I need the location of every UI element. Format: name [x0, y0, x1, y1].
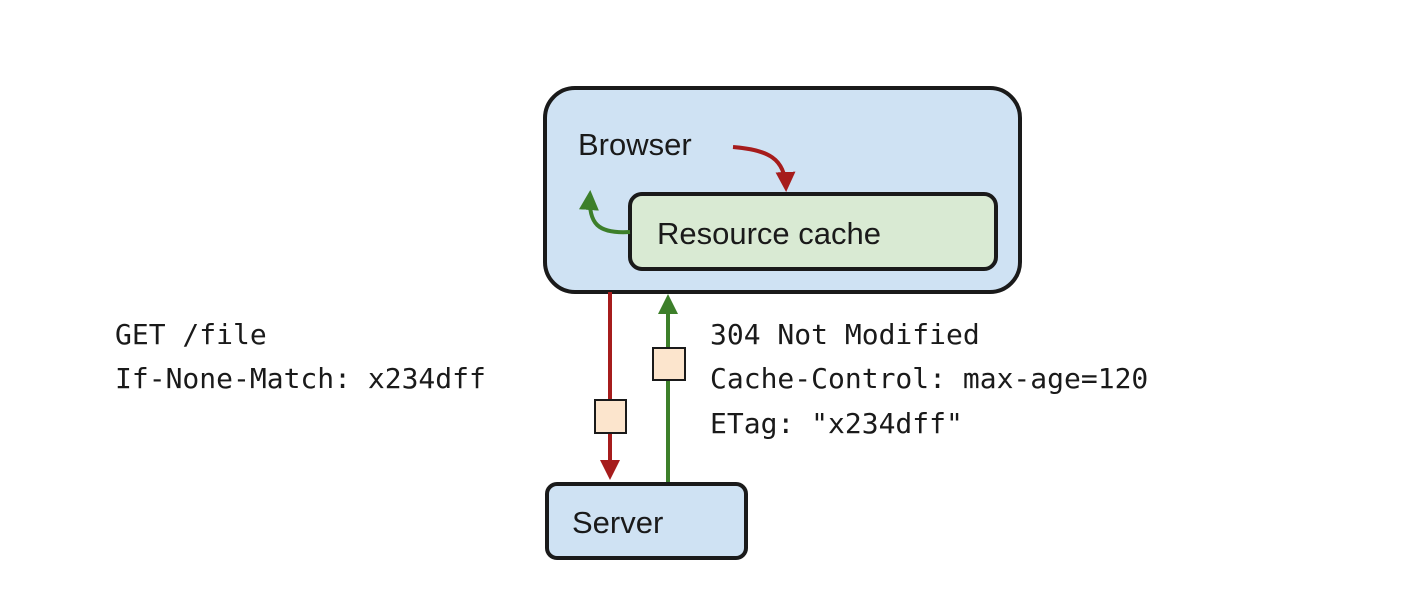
request-line-1: GET /file — [115, 318, 267, 351]
response-line-3: ETag: "x234dff" — [710, 407, 963, 440]
server-box — [545, 482, 748, 560]
request-line-2: If-None-Match: x234dff — [115, 362, 486, 395]
server-label: Server — [572, 505, 663, 540]
resource-cache-box — [628, 192, 998, 271]
browser-to-cache-arrow — [732, 145, 796, 192]
request-packet — [594, 399, 627, 434]
response-line-2: Cache-Control: max-age=120 — [710, 362, 1148, 395]
response-line-1: 304 Not Modified — [710, 318, 980, 351]
browser-label: Browser — [578, 127, 692, 162]
cache-to-browser-arrow — [578, 190, 631, 235]
resource-cache-label: Resource cache — [657, 216, 881, 251]
response-packet — [652, 347, 686, 381]
